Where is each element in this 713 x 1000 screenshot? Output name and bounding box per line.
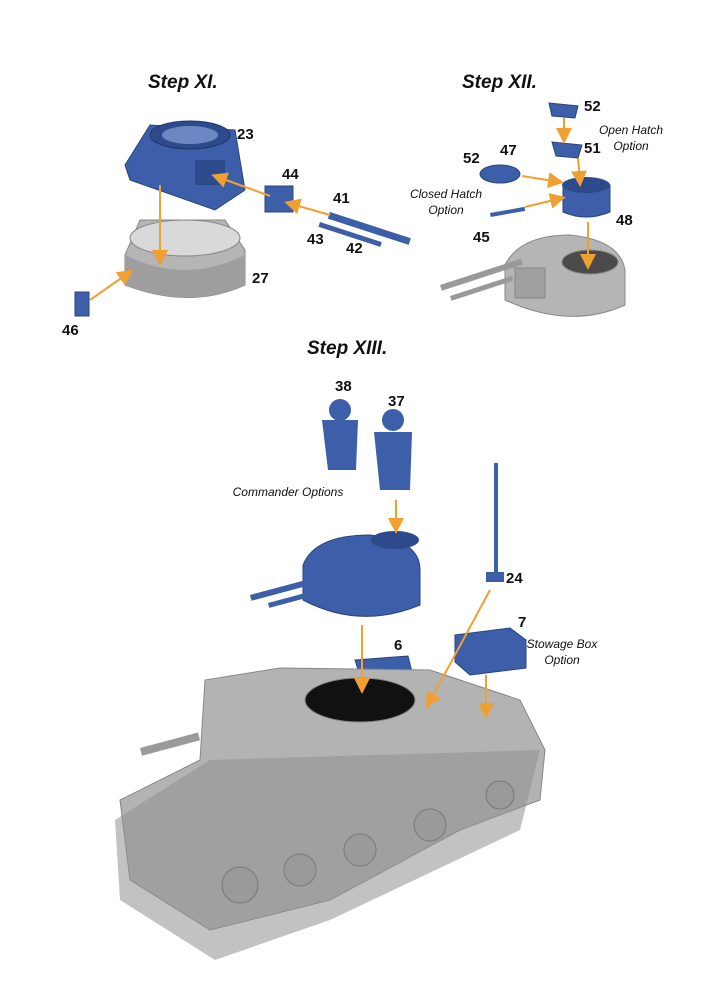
arrow-47-to-48 [521,172,564,189]
arrow-antenna-to-hull [426,589,491,709]
part-44 [264,185,294,213]
note-open-hatch-line2: Option [613,139,649,153]
note-stowage-box: Stowage Box Option [526,636,598,668]
part-24-antenna [486,463,504,582]
label-part-37: 37 [388,393,405,410]
part-41-42-43-barrels [318,211,411,247]
label-part-6: 6 [394,637,403,654]
label-part-42: 42 [346,240,363,257]
label-part-27: 27 [252,270,269,287]
part-48-cupola [562,177,611,218]
arrow-45-to-48 [524,193,566,209]
label-part-24: 24 [506,570,523,587]
label-part-46: 46 [62,322,79,339]
label-part-7: 7 [518,614,527,631]
arrow-44-to-23 [211,172,271,197]
step-11-heading: Step XI. [148,72,218,93]
arrow-51-to-48 [571,157,588,187]
tank-hull [115,667,546,960]
step12-group [440,102,626,317]
step-12-heading: Step XII. [462,72,537,93]
note-closed-hatch-line1: Closed Hatch [409,187,483,201]
label-part-47: 47 [500,142,517,159]
part-37-figure [374,409,412,490]
step11-group [74,120,411,317]
step-13-heading: Step XIII. [307,338,388,359]
part-38-figure [322,399,358,470]
step13-group [115,399,546,960]
label-part-23: 23 [237,126,254,143]
part-7-stowage-box [454,627,527,676]
label-part-51: 51 [584,140,601,157]
part-52-open-hatch [548,102,579,119]
label-part-45: 45 [473,229,490,246]
note-closed-hatch: Closed Hatch Option [408,186,484,218]
arrow-barrel-to-44 [284,198,331,216]
part-51-hatch [551,141,583,159]
note-stowage-line2: Option [544,653,580,667]
turret-blue-assembled [249,531,421,617]
label-part-38: 38 [335,378,352,395]
label-part-41: 41 [333,190,350,207]
label-part-48: 48 [616,212,633,229]
part-23-mantlet [124,120,246,211]
note-open-hatch: Open Hatch Option [596,122,666,154]
part-27-turret-base [124,219,246,298]
label-part-43: 43 [307,231,324,248]
label-part-52-top: 52 [584,98,601,115]
note-closed-hatch-line2: Option [428,203,464,217]
part-47-closed-hatch [479,164,521,184]
note-commander-options: Commander Options [232,485,344,499]
note-open-hatch-line1: Open Hatch [598,123,664,137]
turret-grey-assembled [440,234,626,317]
arrow-46-to-27 [89,269,134,301]
note-stowage-line1: Stowage Box [526,637,598,651]
part-45 [489,206,526,217]
label-part-44: 44 [282,166,299,183]
part-46 [74,291,90,317]
label-part-52-left: 52 [463,150,480,167]
